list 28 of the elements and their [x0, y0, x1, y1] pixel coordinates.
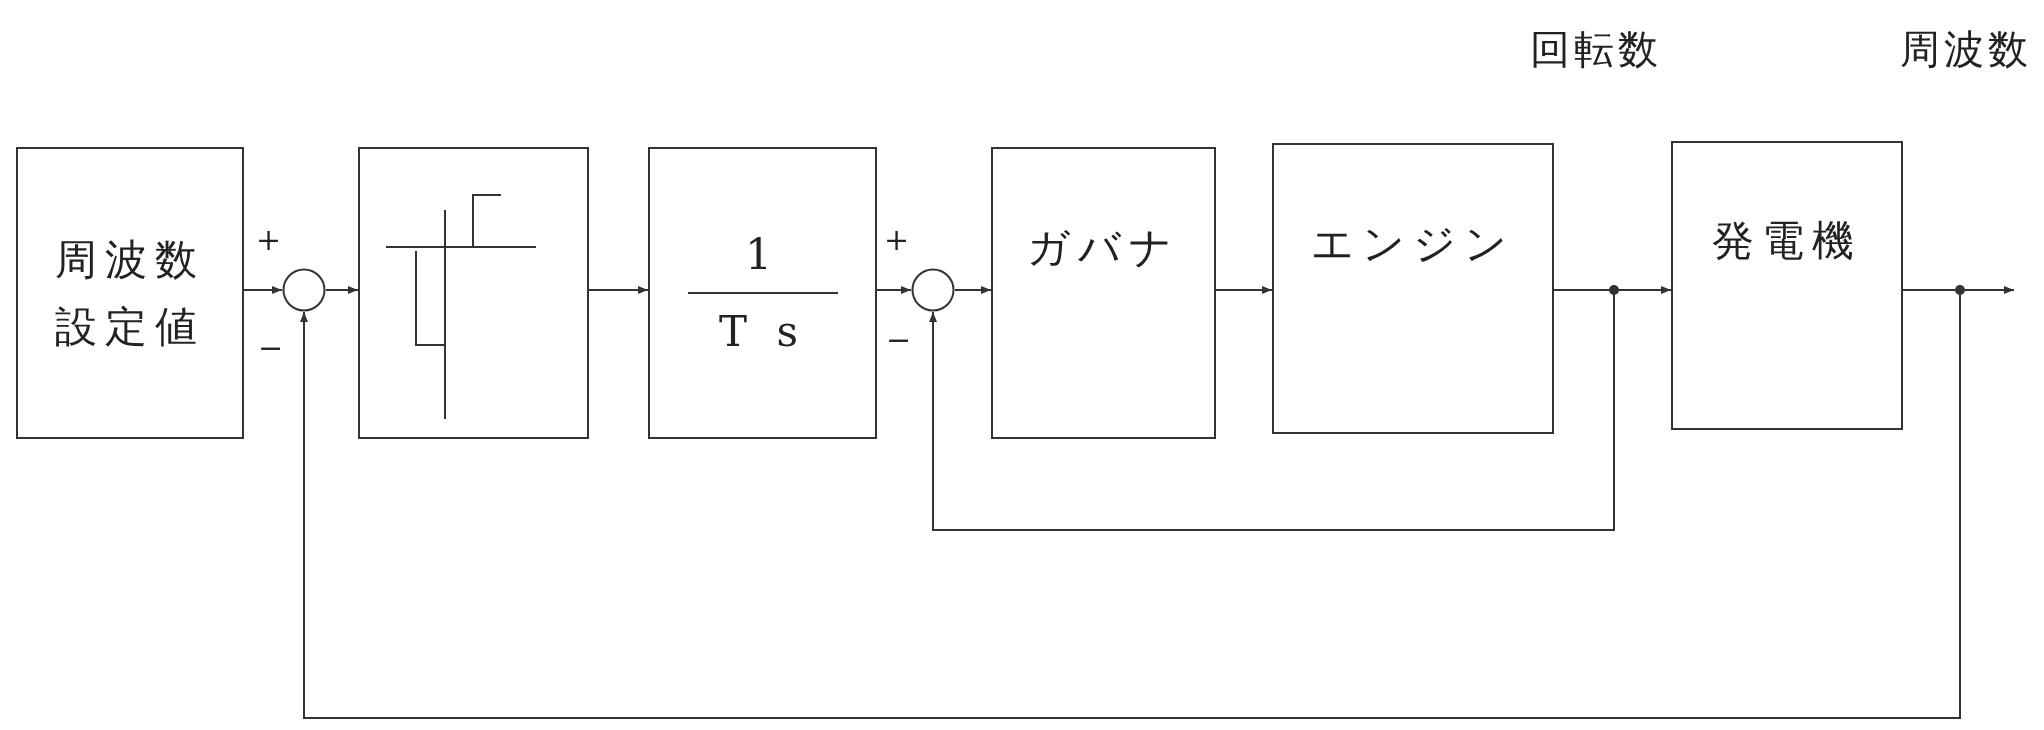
signal-arrow	[588, 286, 649, 294]
feedback-arrow	[929, 289, 1615, 531]
signal-arrow	[876, 286, 912, 294]
transfer-function-block	[648, 147, 877, 439]
summing-junction	[282, 268, 326, 312]
sign-label: +	[884, 222, 910, 257]
feedback-arrow	[300, 289, 1961, 719]
process-block	[1272, 143, 1554, 434]
block-label: エンジン	[1311, 217, 1515, 270]
block-label: 周波数設定値	[54, 233, 206, 353]
signal-arrow	[243, 286, 283, 294]
relay-block	[358, 147, 589, 439]
signal-arrow	[325, 286, 359, 294]
sign-label: +	[256, 222, 282, 257]
block-label: ガバナ	[1027, 222, 1180, 275]
fraction-numerator: 1	[745, 228, 780, 281]
fraction-denominator: T s	[719, 306, 806, 358]
process-block	[991, 147, 1216, 439]
sign-label: −	[258, 330, 284, 365]
summing-junction	[911, 268, 955, 312]
signal-name: 回転数	[1530, 25, 1662, 74]
signal-arrow	[954, 286, 992, 294]
sign-label: −	[886, 322, 912, 357]
process-block	[16, 147, 244, 439]
signal-arrow	[1215, 286, 1273, 294]
signal-name: 周波数	[1900, 25, 2032, 74]
process-block	[1671, 141, 1903, 430]
block-label: 発電機	[1712, 214, 1862, 267]
